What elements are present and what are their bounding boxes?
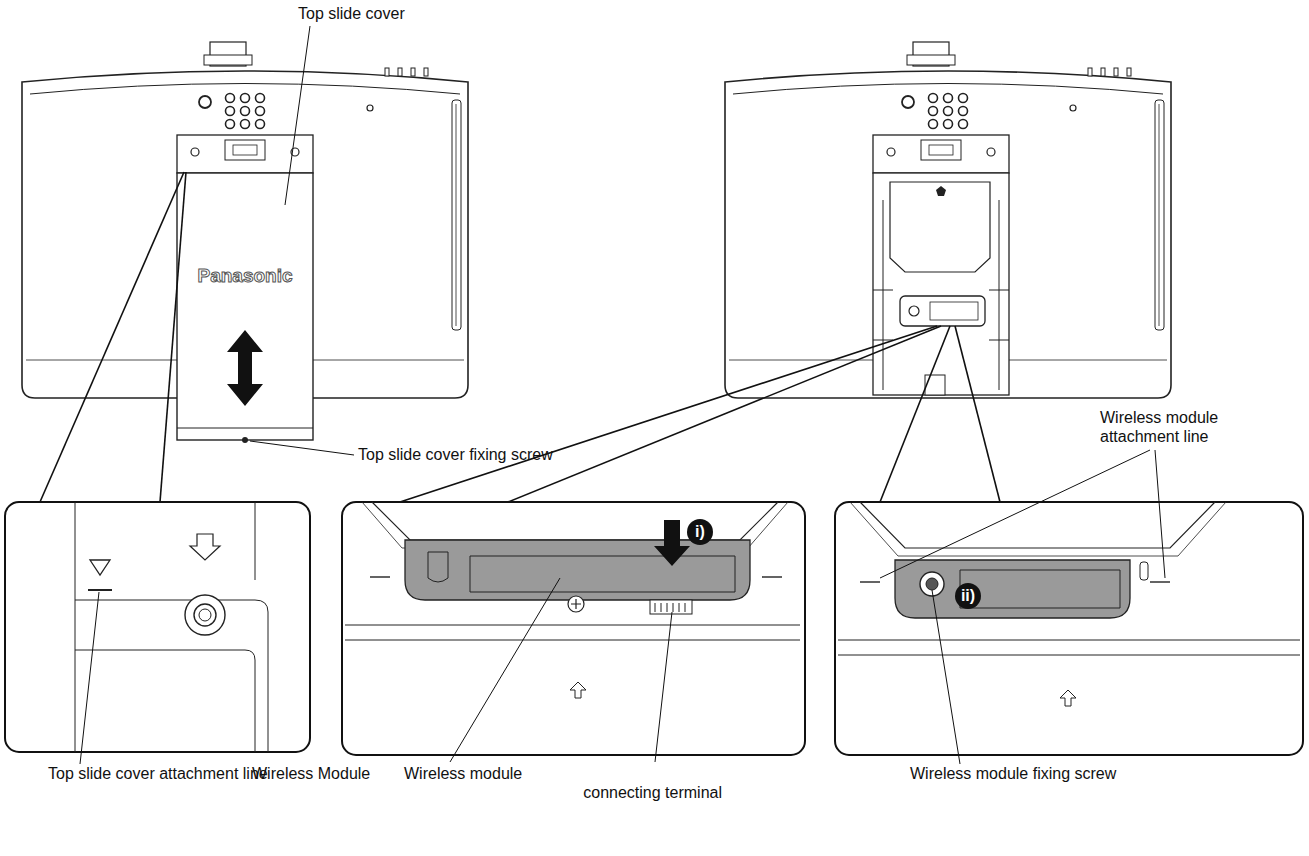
- callout-number: ii): [954, 586, 982, 605]
- part-label: Wireless module attachment line: [1100, 408, 1240, 446]
- part-label: Wireless Module: [252, 764, 412, 783]
- brand-logo: Panasonic: [178, 266, 312, 285]
- callout-number: i): [686, 522, 714, 541]
- part-label: Wireless moduleconnecting terminal: [404, 764, 734, 802]
- label-line: Wireless module: [404, 764, 734, 783]
- label-line: connecting terminal: [404, 783, 734, 802]
- part-label: Top slide cover fixing screw: [358, 445, 618, 464]
- part-label: Wireless module fixing screw: [910, 764, 1170, 783]
- part-label: Top slide cover: [298, 4, 458, 23]
